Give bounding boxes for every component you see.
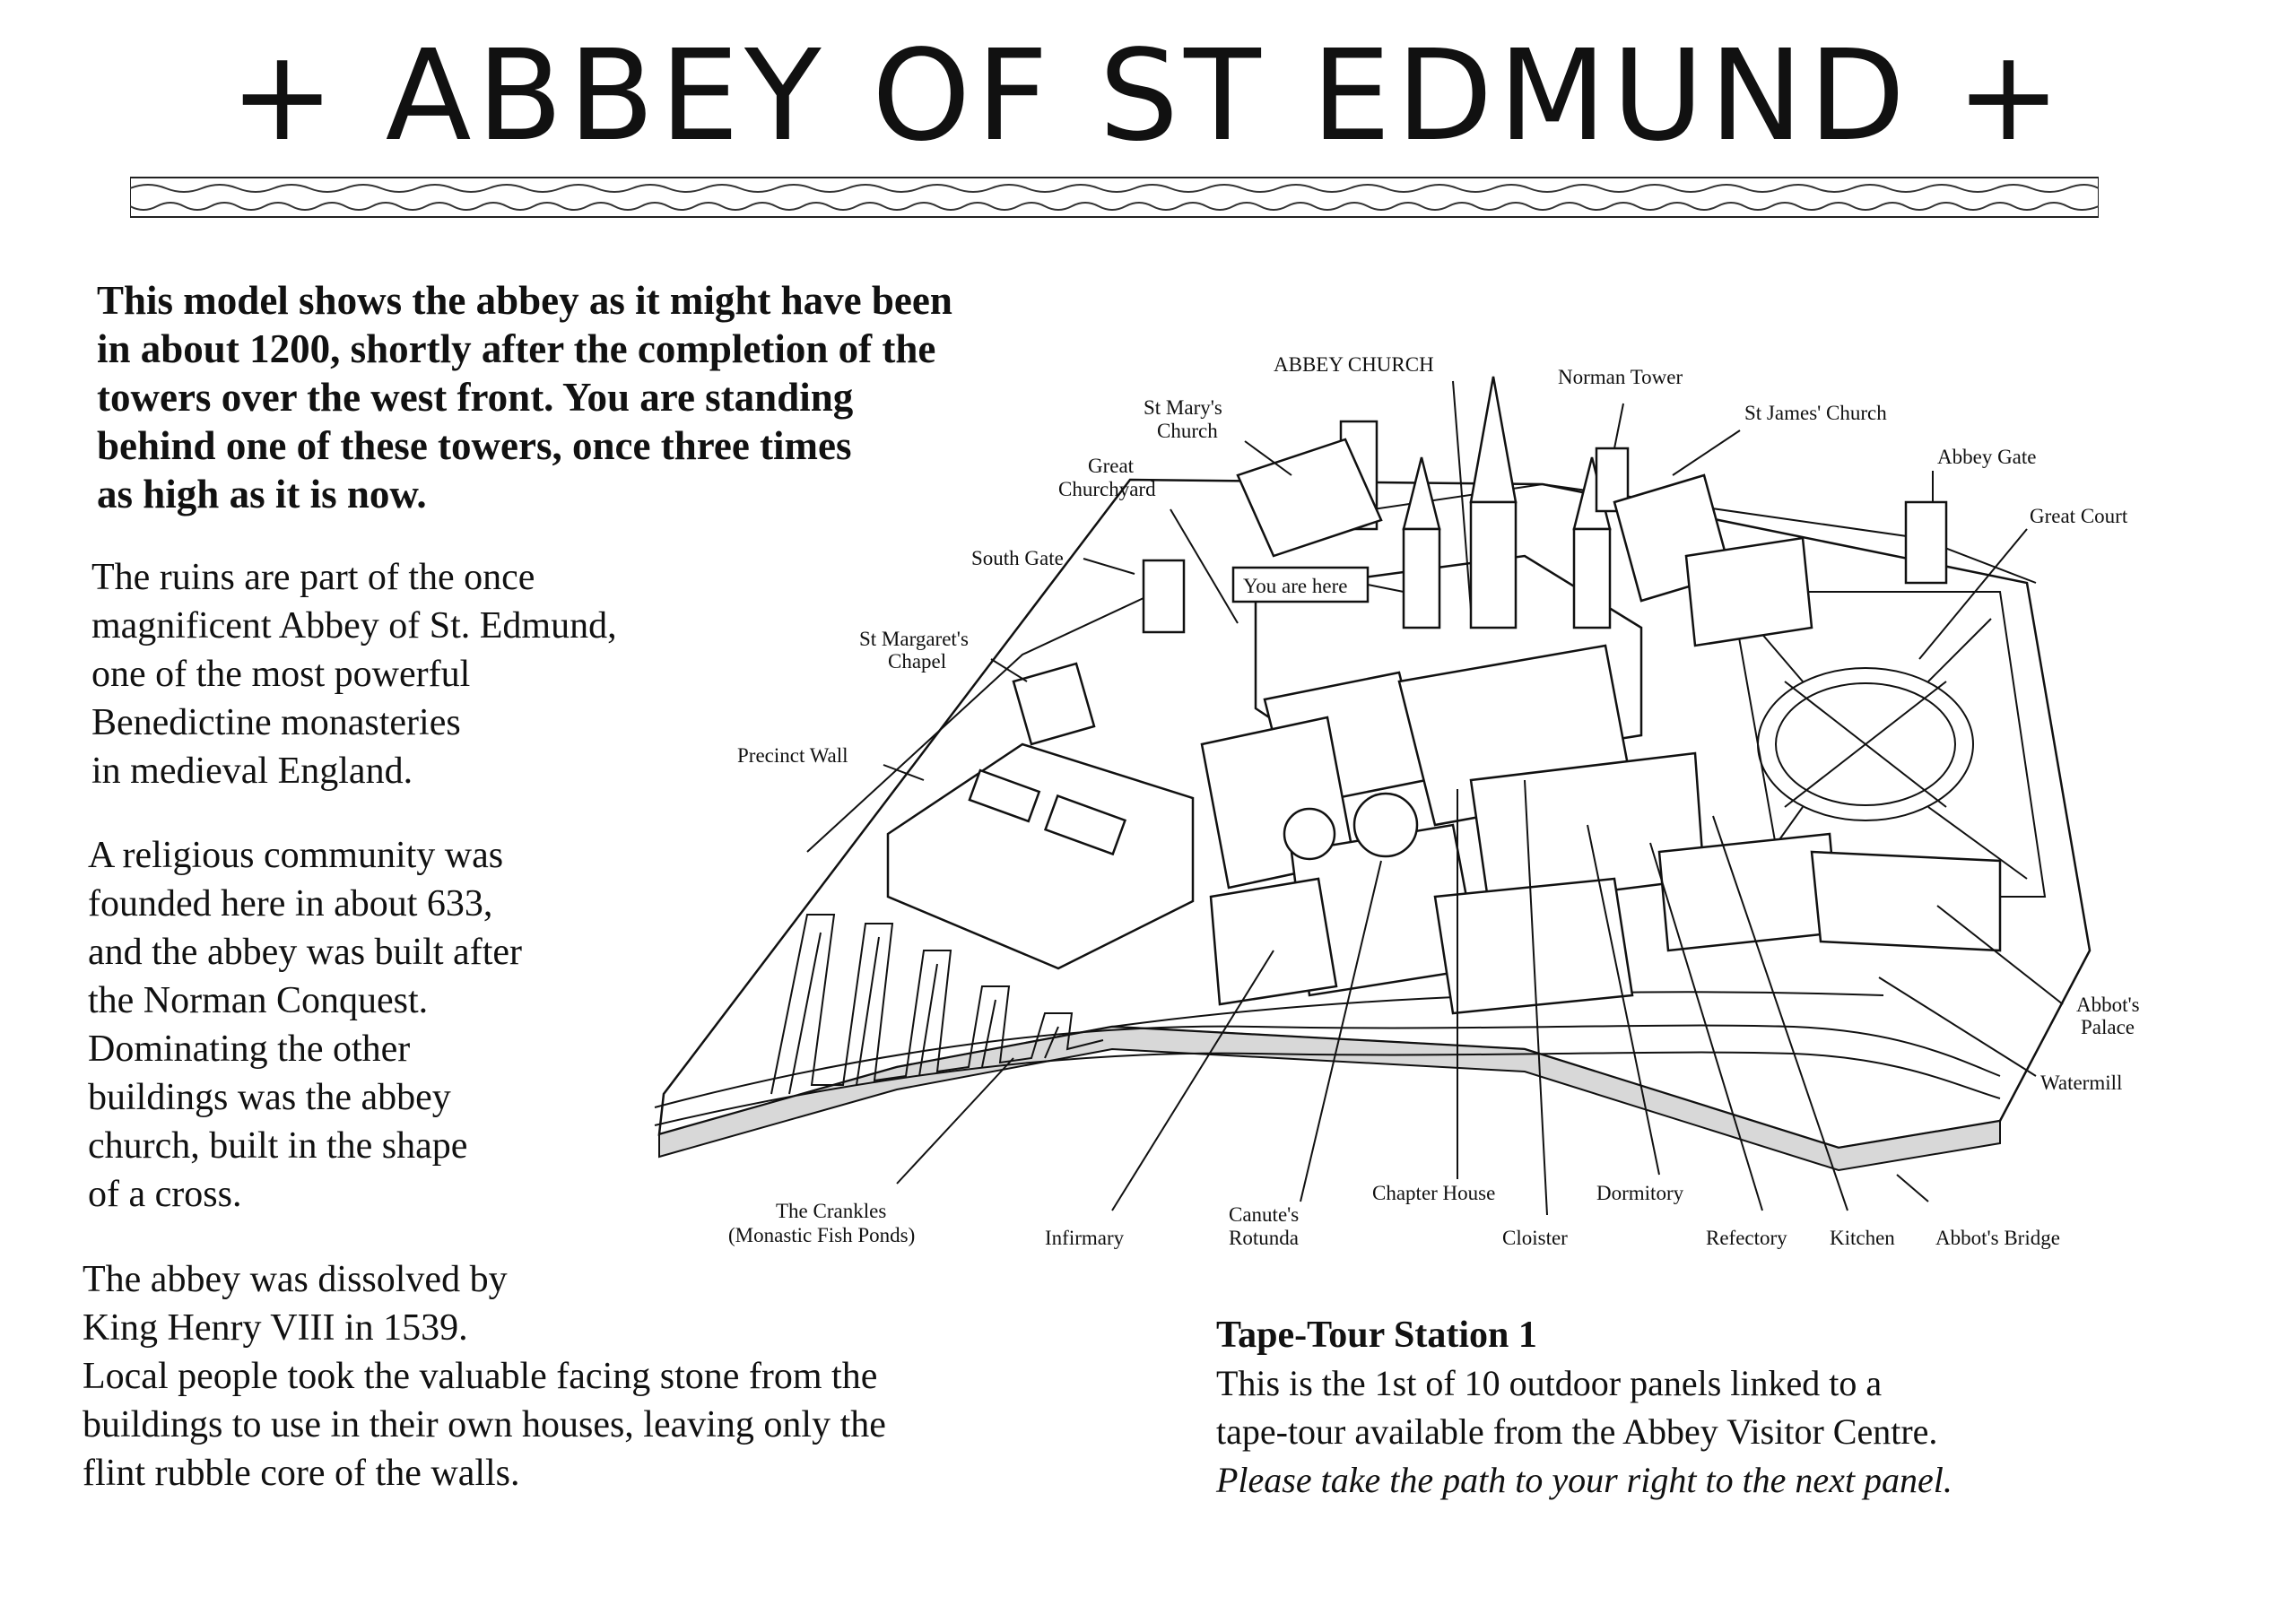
label-kitchen: Kitchen	[1830, 1227, 1895, 1249]
intro-line: as high as it is now.	[97, 472, 427, 516]
label-abbey-church: ABBEY CHURCH	[1274, 353, 1434, 376]
leader-line	[1367, 584, 1405, 593]
you-are-here-box	[1231, 566, 1370, 603]
label-great-churchyard: Great	[1088, 455, 1135, 477]
label-abbey-gate: Abbey Gate	[1937, 446, 2037, 468]
para-line: the Norman Conquest.	[88, 980, 429, 1021]
map-labels: ABBEY CHURCH Norman Tower St James' Chur…	[728, 353, 2140, 1249]
para-line: Dominating the other	[88, 1028, 411, 1070]
leader-lines	[883, 380, 2064, 1216]
tape-tour-direction: Please take the path to your right to th…	[1216, 1460, 1952, 1500]
ruins-paragraph: The ruins are part of the once magnifice…	[91, 553, 809, 795]
tape-tour-line: This is the 1st of 10 outdoor panels lin…	[1216, 1363, 1883, 1403]
label-great-churchyard: Churchyard	[1058, 478, 1156, 500]
label-abbots-bridge: Abbot's Bridge	[1935, 1227, 2060, 1249]
para-line: one of the most powerful	[91, 654, 471, 695]
label-abbots-palace: Palace	[2081, 1016, 2135, 1038]
label-infirmary: Infirmary	[1045, 1227, 1125, 1249]
great-court-garden	[1729, 591, 2047, 898]
crankles-fish-ponds	[770, 914, 1104, 1095]
para-line: The abbey was dissolved by	[83, 1259, 508, 1300]
label-st-marys-church: Church	[1157, 420, 1218, 442]
para-line: church, built in the shape	[88, 1125, 468, 1167]
intro-line: behind one of these towers, once three t…	[97, 423, 852, 468]
label-canutes-rotunda: Rotunda	[1229, 1227, 1299, 1249]
para-line: buildings was the abbey	[88, 1077, 451, 1118]
label-st-margarets-chapel: St Margaret's	[859, 628, 969, 650]
intro-line: towers over the west front. You are stan…	[97, 375, 854, 420]
intro-line: in about 1200, shortly after the complet…	[97, 326, 936, 371]
label-cloister: Cloister	[1502, 1227, 1568, 1249]
label-precinct-wall: Precinct Wall	[737, 744, 848, 767]
community-paragraph: A religious community was founded here i…	[88, 831, 716, 1219]
label-watermill: Watermill	[2040, 1072, 2122, 1094]
dissolution-paragraph: The abbey was dissolved by King Henry VI…	[83, 1255, 1141, 1497]
label-st-margarets-chapel: Chapel	[888, 650, 946, 673]
tape-tour-line: tape-tour available from the Abbey Visit…	[1216, 1411, 1938, 1452]
tape-tour-heading: Tape-Tour Station 1	[1216, 1315, 1537, 1356]
label-st-marys-church: St Mary's	[1144, 396, 1222, 419]
precinct-wall	[806, 482, 2037, 970]
para-line: magnificent Abbey of St. Edmund,	[91, 605, 617, 647]
intro-paragraph: This model shows the abbey as it might h…	[97, 276, 1173, 518]
label-canutes-rotunda: Canute's	[1229, 1203, 1299, 1226]
label-abbots-palace: Abbot's	[2076, 994, 2140, 1016]
decorative-border	[130, 177, 2099, 218]
label-refectory: Refectory	[1706, 1227, 1787, 1249]
para-line: founded here in about 633,	[88, 883, 493, 924]
para-line: A religious community was	[88, 835, 504, 876]
label-crankles: (Monastic Fish Ponds)	[728, 1224, 915, 1246]
para-line: King Henry VIII in 1539.	[83, 1307, 468, 1349]
para-line: flint rubble core of the walls.	[83, 1453, 520, 1494]
abbey-buildings	[1012, 376, 2002, 1015]
para-line: of a cross.	[88, 1174, 242, 1215]
para-line: in medieval England.	[91, 751, 413, 792]
label-st-james-church: St James' Church	[1744, 402, 1887, 424]
para-line: and the abbey was built after	[88, 932, 522, 973]
para-line: Benedictine monasteries	[91, 702, 461, 743]
label-great-court: Great Court	[2030, 505, 2128, 527]
label-crankles: The Crankles	[776, 1200, 886, 1222]
page-title: + ABBEY OF ST EDMUND +	[229, 23, 2067, 169]
label-norman-tower: Norman Tower	[1558, 366, 1683, 388]
intro-line: This model shows the abbey as it might h…	[97, 278, 952, 323]
para-line: buildings to use in their own houses, le…	[83, 1404, 886, 1445]
para-line: Local people took the valuable facing st…	[83, 1356, 878, 1397]
label-south-gate: South Gate	[971, 547, 1064, 569]
label-dormitory: Dormitory	[1596, 1182, 1684, 1204]
tape-tour-box: Tape-Tour Station 1 This is the 1st of 1…	[1216, 1311, 2203, 1505]
you-are-here-label: You are here	[1243, 575, 1347, 597]
para-line: The ruins are part of the once	[91, 557, 535, 598]
label-chapter-house: Chapter House	[1372, 1182, 1495, 1204]
